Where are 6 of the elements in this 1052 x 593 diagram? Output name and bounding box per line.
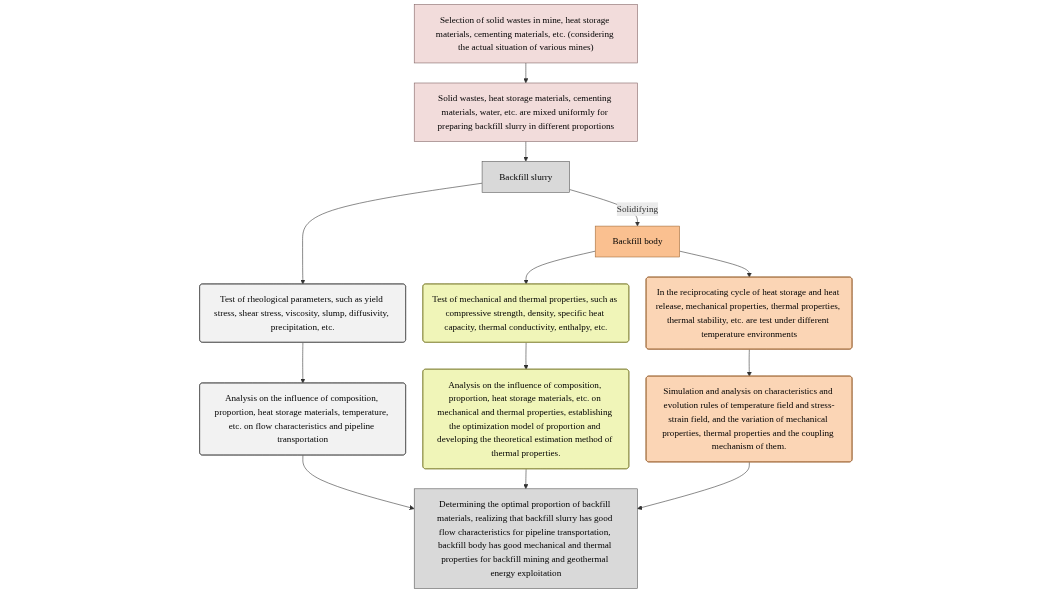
node-box: Solid wastes, heat storage materials, cementing materials, water, etc. are mixed uniformly for preparing backfill slurry in different proportions <box>414 82 638 142</box>
node-box: Determining the optimal proportion of backfill materials, realizing that backfill slurry has good flow characteristics for pipeline transportation, backfill body has good mechanical and thermal properties for backfill mining and geothermal energy exploitation <box>414 488 638 589</box>
node-box: Selection of solid wastes in mine, heat storage materials, cementing materials, etc. (considering the actual situation of various mines) <box>414 4 638 64</box>
node-box: Backfill body <box>595 225 681 258</box>
edge-label: Solidifying <box>617 204 659 214</box>
node-box: Backfill slurry <box>481 161 571 193</box>
